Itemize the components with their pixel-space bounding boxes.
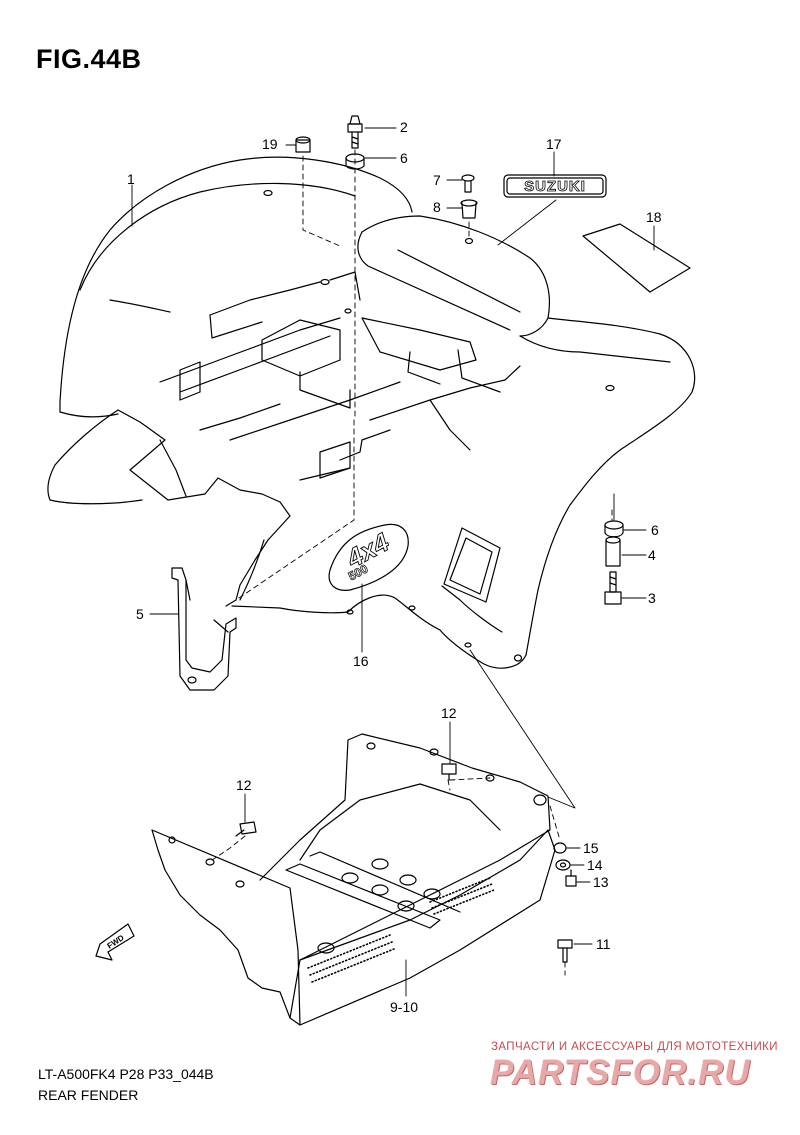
- bolt-11: [557, 939, 573, 963]
- watermark-logo: PARTSFOR.RU: [490, 1053, 751, 1092]
- callout-16: 16: [353, 653, 369, 669]
- bracket-5: [171, 567, 237, 691]
- callout-7: 7: [433, 172, 441, 188]
- figure-title: FIG.44B: [36, 44, 142, 74]
- screw-15: [553, 842, 567, 854]
- callout-17: 17: [546, 136, 562, 152]
- callout-9-10: 9-10: [390, 999, 418, 1015]
- callout-6-top: 6: [400, 150, 408, 166]
- rear-fender-body: [47, 156, 696, 669]
- decal-4x4-text: 4x4: [341, 526, 395, 574]
- callout-14: 14: [587, 857, 603, 873]
- screw-12-right: [441, 763, 457, 781]
- bolt-2: [347, 115, 363, 149]
- fwd-arrow-text: FWD: [106, 933, 126, 951]
- screw-7: [461, 174, 475, 193]
- screw-12-left: [235, 821, 257, 837]
- connector-line: [469, 649, 576, 809]
- dashed-guides: [211, 149, 613, 976]
- perforation-pattern: [307, 877, 495, 983]
- collar-4: [605, 536, 621, 567]
- callout-1: 1: [127, 171, 135, 187]
- leader-lines: [131, 127, 655, 997]
- callout-12-right: 12: [441, 705, 457, 721]
- callout-11: 11: [596, 936, 611, 952]
- bolt-3: [604, 571, 622, 605]
- suzuki-emblem-text: SUZUKI: [524, 178, 586, 195]
- callout-4: 4: [648, 547, 656, 563]
- figure-code: LT-A500FK4 P28 P33_044B: [38, 1066, 214, 1082]
- watermark-tagline: ЗАПЧАСТИ И АКСЕССУАРЫ ДЛЯ МОТОТЕХНИКИ: [491, 1041, 778, 1053]
- callout-19: 19: [262, 136, 278, 152]
- callout-18: 18: [646, 209, 662, 225]
- callout-6-side: 6: [651, 522, 659, 538]
- suzuki-emblem: [503, 174, 607, 198]
- callout-13: 13: [593, 874, 609, 890]
- callout-15: 15: [583, 840, 599, 856]
- washer-14: [555, 859, 571, 871]
- nut-19: [295, 136, 311, 153]
- mud-guard-panel: [151, 733, 556, 1026]
- callout-2: 2: [400, 119, 408, 135]
- callout-8: 8: [433, 199, 441, 215]
- callout-12-left: 12: [236, 777, 252, 793]
- callout-3: 3: [648, 590, 656, 606]
- grommet-6-side: [604, 520, 624, 538]
- screw-13: [565, 869, 577, 887]
- figure-name: REAR FENDER: [38, 1087, 139, 1103]
- callout-5: 5: [136, 606, 144, 622]
- label-plate: [582, 223, 691, 293]
- fwd-arrow-icon: [95, 923, 135, 961]
- collar-8: [460, 199, 478, 219]
